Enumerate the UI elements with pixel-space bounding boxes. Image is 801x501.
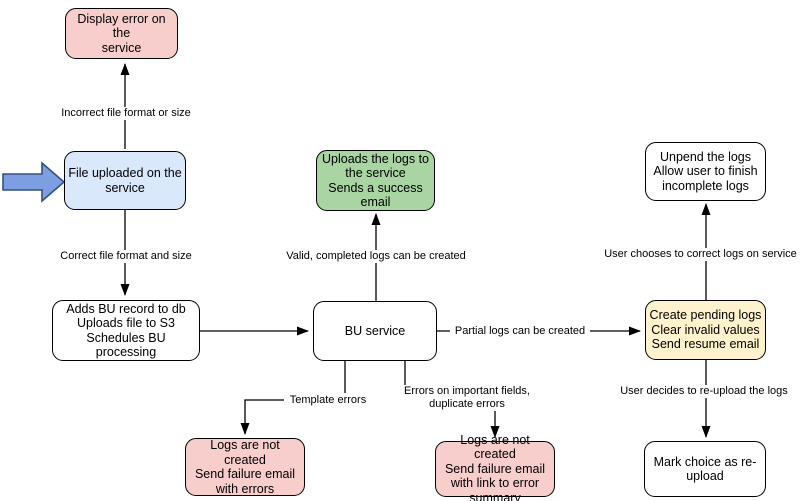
node-uploads-logs: Uploads the logs to the service Sends a … [316, 150, 435, 211]
edge-label-user-corrects: User chooses to correct logs on service [600, 248, 801, 261]
node-display-error: Display error on the service [65, 8, 178, 59]
edge-label-errors-fields: Errors on important fields, duplicate er… [388, 385, 546, 411]
node-logs-not-created-errors: Logs are not created Send failure email … [185, 438, 305, 496]
node-file-uploaded: File uploaded on the service [64, 151, 186, 210]
node-unpend-logs: Unpend the logs Allow user to finish inc… [645, 142, 766, 201]
node-mark-choice-reupload: Mark choice as re- upload [644, 441, 766, 497]
edge-label-valid-logs: Valid, completed logs can be created [283, 250, 469, 263]
node-logs-not-created-summary: Logs are not created Send failure email … [435, 433, 555, 501]
edge-label-correct-file: Correct file format and size [55, 250, 197, 263]
edge-label-partial-logs: Partial logs can be created [450, 324, 590, 338]
node-adds-bu-record: Adds BU record to db Uploads file to S3 … [52, 300, 200, 361]
entry-pointer-arrow-icon [2, 161, 66, 203]
edge-label-incorrect-file: Incorrect file format or size [55, 107, 197, 120]
node-create-pending-logs: Create pending logs Clear invalid values… [645, 300, 766, 360]
edge-label-user-reupload: User decides to re-upload the logs [609, 385, 799, 398]
node-bu-service: BU service [313, 301, 437, 361]
edge-label-template-errors: Template errors [284, 393, 372, 407]
